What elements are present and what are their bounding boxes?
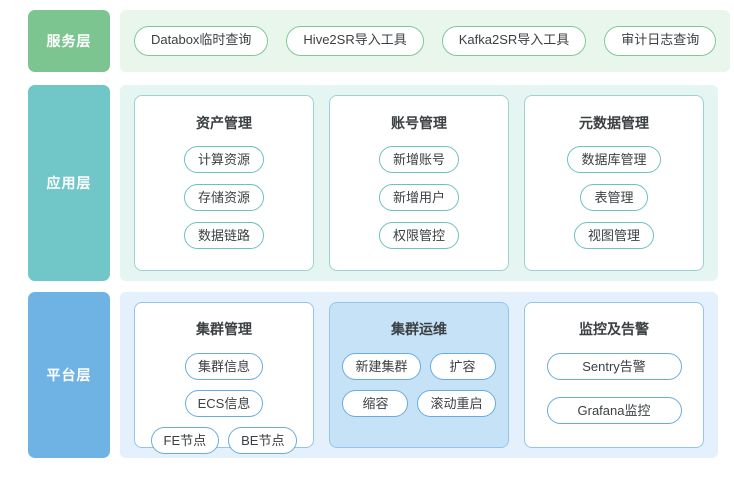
pill-add-user[interactable]: 新增用户: [378, 184, 459, 211]
pill-cluster-info[interactable]: 集群信息: [184, 353, 263, 380]
pill-view-management[interactable]: 视图管理: [573, 222, 654, 249]
pill-be-node[interactable]: BE节点: [228, 427, 298, 454]
card-monitoring-alerting[interactable]: 监控及告警 Sentry告警 Grafana监控: [524, 302, 704, 448]
card-title: 资产管理: [196, 115, 252, 131]
pill-grafana-monitor[interactable]: Grafana监控: [546, 397, 682, 424]
card-title: 账号管理: [391, 115, 447, 131]
pill-add-account[interactable]: 新增账号: [378, 146, 459, 173]
card-account-management[interactable]: 账号管理 新增账号 新增用户 权限管控: [329, 95, 509, 271]
layer-band-platform: 集群管理 集群信息 ECS信息 FE节点 BE节点 集群运维 新建集群 扩容 缩…: [120, 292, 718, 458]
card-cluster-management[interactable]: 集群管理 集群信息 ECS信息 FE节点 BE节点: [134, 302, 314, 454]
pill-table-management[interactable]: 表管理: [580, 184, 648, 211]
platform-card-grid: 集群管理 集群信息 ECS信息 FE节点 BE节点 集群运维 新建集群 扩容 缩…: [120, 302, 718, 454]
card-title: 监控及告警: [579, 321, 649, 337]
pill-compute-resource[interactable]: 计算资源: [183, 146, 264, 173]
card-title: 集群管理: [196, 321, 252, 337]
service-chip-audit-log[interactable]: 审计日志查询: [604, 26, 717, 56]
pill-scale-out[interactable]: 扩容: [429, 353, 496, 380]
application-card-grid: 资产管理 计算资源 存储资源 数据链路 账号管理 新增账号 新增用户 权限管控: [120, 95, 718, 271]
service-chip-kafka2sr[interactable]: Kafka2SR导入工具: [441, 26, 587, 56]
layer-label-service: 服务层: [28, 10, 110, 72]
card-title: 集群运维: [391, 321, 447, 337]
card-item-list: 新建集群 扩容 缩容 滚动重启: [341, 353, 497, 417]
card-item-list: 集群信息 ECS信息 FE节点 BE节点: [146, 353, 302, 454]
pill-storage-resource[interactable]: 存储资源: [183, 184, 264, 211]
pill-ecs-info[interactable]: ECS信息: [184, 390, 264, 417]
pill-rolling-restart[interactable]: 滚动重启: [417, 390, 496, 417]
pill-fe-node[interactable]: FE节点: [150, 427, 220, 454]
pill-database-management[interactable]: 数据库管理: [567, 146, 661, 173]
service-chip-hive2sr[interactable]: Hive2SR导入工具: [286, 26, 424, 56]
layer-row-platform: 平台层 集群管理 集群信息 ECS信息 FE节点 BE节点 集群运维 新建集群: [28, 292, 718, 458]
layer-band-application: 资产管理 计算资源 存储资源 数据链路 账号管理 新增账号 新增用户 权限管控: [120, 85, 718, 281]
layer-row-service: 服务层 Databox临时查询 Hive2SR导入工具 Kafka2SR导入工具…: [28, 10, 731, 72]
card-item-list: Sentry告警 Grafana监控: [536, 353, 692, 424]
layer-row-application: 应用层 资产管理 计算资源 存储资源 数据链路 账号管理 新增账号 新增用户: [28, 85, 718, 281]
card-item-list: 计算资源 存储资源 数据链路: [145, 146, 303, 249]
service-chip-list: Databox临时查询 Hive2SR导入工具 Kafka2SR导入工具 审计日…: [120, 26, 730, 56]
pill-scale-in[interactable]: 缩容: [342, 390, 409, 417]
layer-label-application: 应用层: [28, 85, 110, 281]
card-item-list: 数据库管理 表管理 视图管理: [535, 146, 693, 249]
card-title: 元数据管理: [579, 115, 649, 131]
pill-sentry-alert[interactable]: Sentry告警: [546, 353, 682, 380]
layer-band-service: Databox临时查询 Hive2SR导入工具 Kafka2SR导入工具 审计日…: [120, 10, 731, 72]
pill-permission-control[interactable]: 权限管控: [378, 222, 459, 249]
pill-data-lineage[interactable]: 数据链路: [183, 222, 264, 249]
card-item-list: 新增账号 新增用户 权限管控: [340, 146, 498, 249]
card-asset-management[interactable]: 资产管理 计算资源 存储资源 数据链路: [134, 95, 314, 271]
card-cluster-operations[interactable]: 集群运维 新建集群 扩容 缩容 滚动重启: [329, 302, 509, 448]
pill-create-cluster[interactable]: 新建集群: [342, 353, 421, 380]
service-chip-databox[interactable]: Databox临时查询: [134, 26, 269, 56]
card-metadata-management[interactable]: 元数据管理 数据库管理 表管理 视图管理: [524, 95, 704, 271]
layer-label-platform: 平台层: [28, 292, 110, 458]
